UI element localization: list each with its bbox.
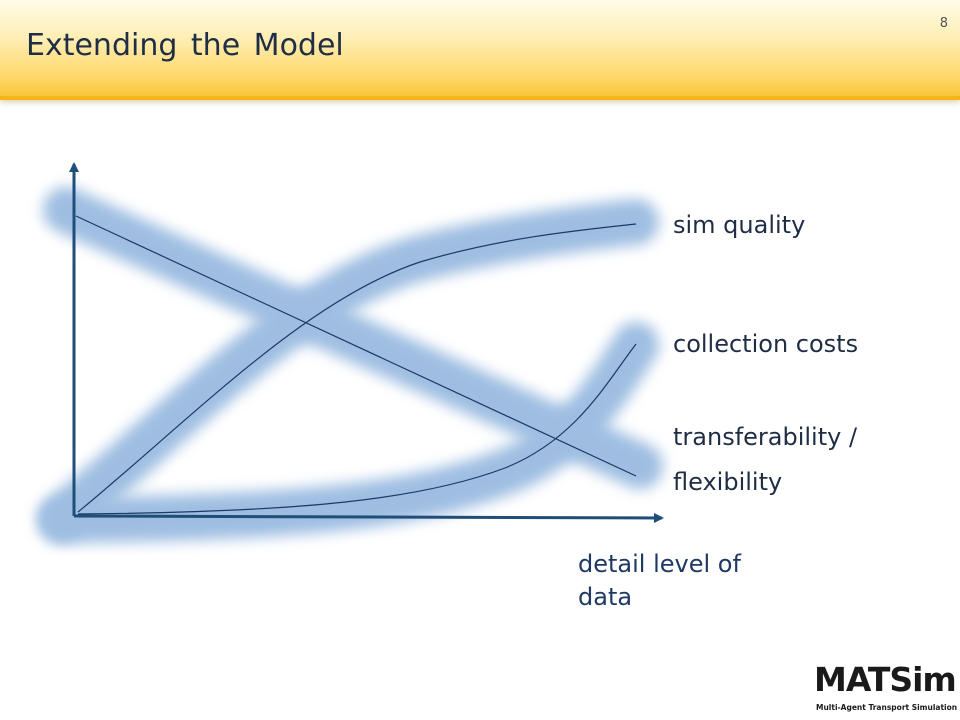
transferability-label-line-1: transferability / <box>673 423 858 451</box>
sim-quality-curve <box>77 223 637 513</box>
slide-title: Extending the Model <box>26 28 344 63</box>
transferability-glow <box>43 187 663 489</box>
logo-wordmark: MATSim <box>814 660 957 699</box>
transferability-curve <box>75 215 637 477</box>
glow-layer <box>39 187 663 543</box>
collection-costs-label: collection costs <box>673 330 859 358</box>
matsim-logo: MATSim Multi-Agent Transport Simulation <box>808 660 957 715</box>
transferability-label-line-2: flexibility <box>673 468 783 496</box>
title-bar-accent-line <box>0 96 960 100</box>
title-bar <box>0 0 960 98</box>
collection-costs-curve <box>77 343 637 515</box>
x-axis-label: detail level of data <box>578 548 778 614</box>
x-axis-label-line-2: data <box>578 583 633 611</box>
x-axis-label-line-1: detail level of <box>578 550 741 578</box>
sim-quality-glow <box>39 199 659 541</box>
page-number: 8 <box>939 16 948 31</box>
x-axis <box>73 512 664 523</box>
sim-quality-label: sim quality <box>673 211 806 239</box>
logo-tagline: Multi-Agent Transport Simulation <box>816 703 958 712</box>
